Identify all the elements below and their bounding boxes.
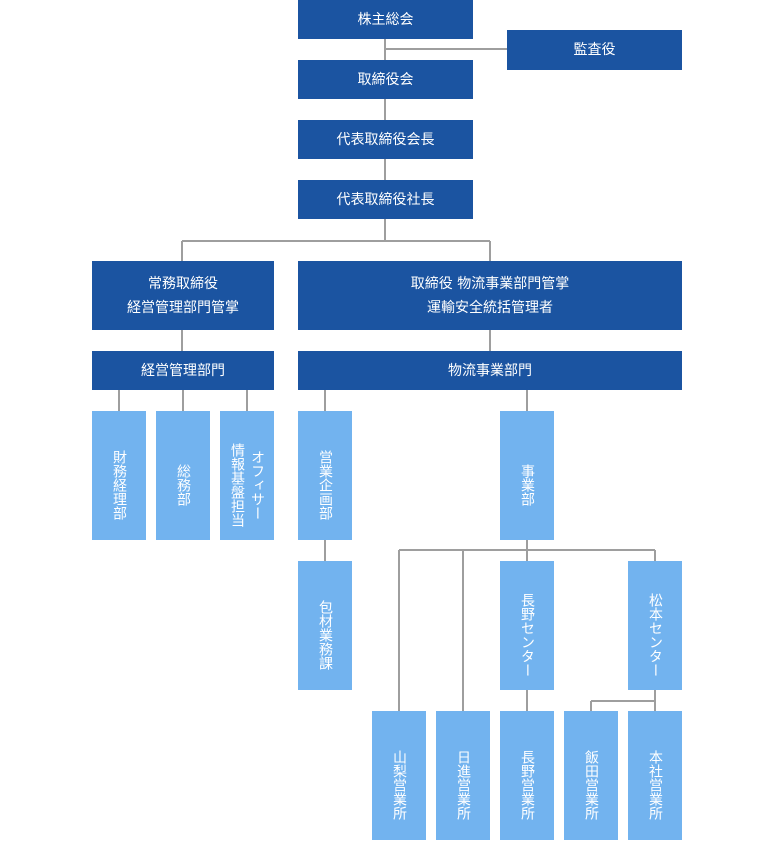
node-label: 事業部 <box>519 463 535 506</box>
node-label: 取締役会 <box>357 71 414 88</box>
node-label: 物流事業部門 <box>448 362 532 379</box>
node-managing-director: 常務取締役 経営管理部門管掌 <box>92 261 274 330</box>
node-sales-planning-dept: 営業企画部 <box>298 411 352 540</box>
node-matsumoto-center: 松本センター <box>628 561 682 690</box>
node-it-officer: 情報基盤担当オフィサー <box>220 411 274 540</box>
node-finance-dept: 財務経理部 <box>92 411 146 540</box>
node-business-dept: 事業部 <box>500 411 554 540</box>
node-nagano-office: 長野営業所 <box>500 711 554 840</box>
node-label: 営業企画部 <box>317 449 333 520</box>
node-chairman: 代表取締役会長 <box>298 120 473 159</box>
node-label: 松本センター <box>647 592 663 677</box>
node-label: 包材業務課 <box>317 599 333 670</box>
node-label: 長野営業所 <box>519 749 535 820</box>
node-label: 山梨営業所 <box>391 749 407 820</box>
node-label: 代表取締役会長 <box>336 131 435 148</box>
node-logistics-director: 取締役 物流事業部門管掌 運輸安全統括管理者 <box>298 261 682 330</box>
node-iida-office: 飯田営業所 <box>564 711 618 840</box>
node-nisshin-office: 日進営業所 <box>436 711 490 840</box>
node-label: 監査役 <box>573 42 616 58</box>
node-shareholders-meeting: 株主総会 <box>298 0 473 39</box>
node-nagano-center: 長野センター <box>500 561 554 690</box>
node-label-line: 経営管理部門管掌 <box>127 299 239 316</box>
node-president: 代表取締役社長 <box>298 180 473 219</box>
node-label: 総務部 <box>175 463 191 506</box>
node-label: 本社営業所 <box>647 749 663 820</box>
node-label-line: 運輸安全統括管理者 <box>427 299 553 316</box>
node-yamanashi-office: 山梨営業所 <box>372 711 426 840</box>
node-label: 日進営業所 <box>455 749 471 820</box>
node-logistics-division: 物流事業部門 <box>298 351 682 390</box>
node-label-line: 取締役 物流事業部門管掌 <box>410 275 570 292</box>
node-board-of-directors: 取締役会 <box>298 60 473 99</box>
node-label: 飯田営業所 <box>583 749 599 820</box>
node-auditor: 監査役 <box>507 30 682 70</box>
node-label: 長野センター <box>519 592 535 677</box>
node-general-affairs-dept: 総務部 <box>156 411 210 540</box>
node-packaging-section: 包材業務課 <box>298 561 352 690</box>
node-label-line: 常務取締役 <box>148 275 218 292</box>
node-label: 株主総会 <box>357 11 414 28</box>
node-label-line: オフィサー <box>249 449 265 520</box>
node-management-division: 経営管理部門 <box>92 351 274 390</box>
node-label-line: 情報基盤担当 <box>229 442 245 527</box>
node-label: 経営管理部門 <box>141 362 225 379</box>
node-label: 代表取締役社長 <box>336 191 435 208</box>
node-honsha-office: 本社営業所 <box>628 711 682 840</box>
node-label: 財務経理部 <box>111 449 127 520</box>
